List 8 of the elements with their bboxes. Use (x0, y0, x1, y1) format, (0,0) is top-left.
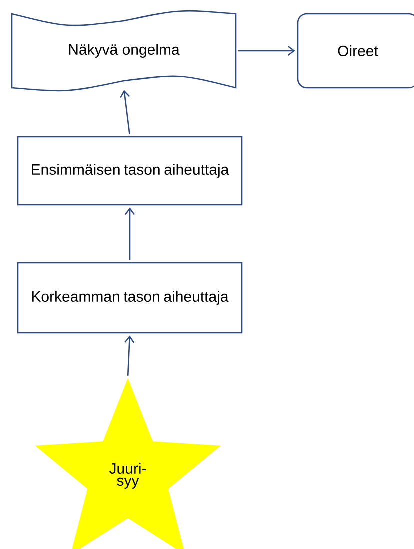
arrow (124, 336, 135, 376)
process-box: Korkeamman tason aiheuttaja (17, 262, 243, 334)
tape-box: Näkyvä ongelma (11, 10, 237, 92)
arrow (120, 90, 130, 134)
rounded-box: Oireet (297, 13, 414, 89)
process-box: Ensimmäisen tason aiheuttaja (17, 136, 243, 206)
arrow (124, 208, 136, 260)
arrow (238, 46, 296, 56)
